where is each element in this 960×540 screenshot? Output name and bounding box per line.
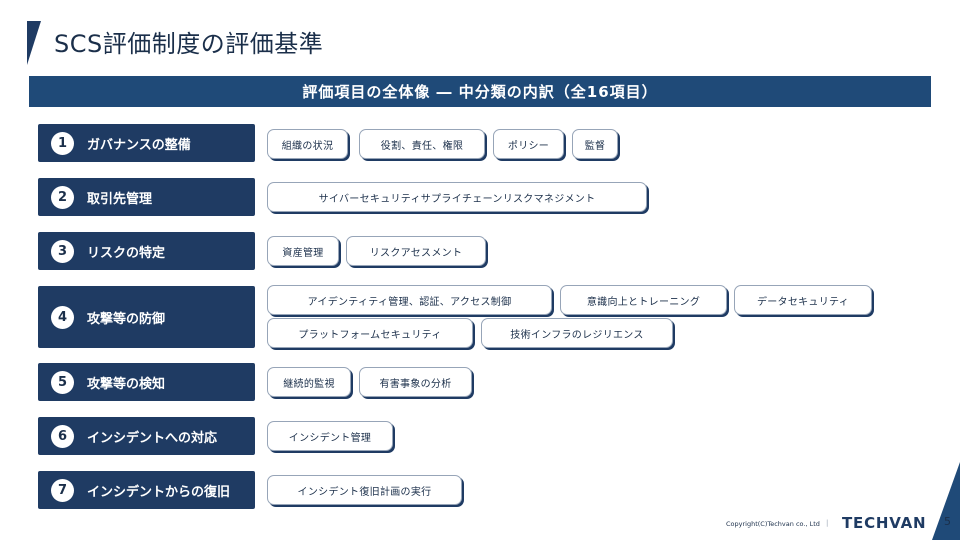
item-policy: ポリシー — [493, 129, 564, 159]
brand-logo: TECHVAN — [842, 514, 927, 532]
category-label: インシデントへの対応 — [87, 430, 218, 446]
item-organization-context: 組織の状況 — [267, 129, 348, 159]
category-label: 取引先管理 — [87, 191, 153, 207]
item-risk-assessment: リスクアセスメント — [346, 236, 486, 266]
item-supply-chain-risk-management: サイバーセキュリティサプライチェーンリスクマネジメント — [267, 182, 647, 212]
category-number: 1 — [51, 131, 74, 155]
title-accent-shape — [27, 21, 41, 65]
category-number: 6 — [51, 424, 74, 448]
copyright-text: Copyright(C)Techvan co., Ltd — [726, 520, 820, 528]
item-incident-management: インシデント管理 — [267, 421, 393, 451]
item-infrastructure-resilience: 技術インフラのレジリエンス — [481, 318, 673, 348]
category-supplier-management: 2 取引先管理 — [38, 178, 255, 216]
item-platform-security: プラットフォームセキュリティ — [267, 318, 473, 348]
category-incident-response: 6 インシデントへの対応 — [38, 417, 255, 455]
item-incident-recovery-plan: インシデント復旧計画の実行 — [267, 475, 462, 505]
category-number: 2 — [51, 185, 74, 209]
item-identity-access-control: アイデンティティ管理、認証、アクセス制御 — [267, 285, 552, 315]
separator-mark: | — [826, 519, 829, 527]
category-risk-identification: 3 リスクの特定 — [38, 232, 255, 270]
category-label: 攻撃等の検知 — [87, 376, 166, 392]
item-roles-responsibilities: 役割、責任、権限 — [359, 129, 485, 159]
category-attack-protection: 4 攻撃等の防御 — [38, 286, 255, 348]
page-number: 5 — [944, 515, 951, 528]
category-governance: 1 ガバナンスの整備 — [38, 124, 255, 162]
category-label: ガバナンスの整備 — [87, 137, 191, 153]
category-attack-detection: 5 攻撃等の検知 — [38, 363, 255, 401]
corner-accent-shape — [932, 462, 960, 540]
category-number: 3 — [51, 239, 74, 263]
category-incident-recovery: 7 インシデントからの復旧 — [38, 471, 255, 509]
item-awareness-training: 意識向上とトレーニング — [560, 285, 727, 315]
item-data-security: データセキュリティ — [734, 285, 872, 315]
category-label: インシデントからの復旧 — [87, 484, 231, 500]
category-label: リスクの特定 — [87, 245, 166, 261]
category-number: 7 — [51, 478, 74, 502]
item-continuous-monitoring: 継続的監視 — [267, 367, 351, 397]
slide-title: SCS評価制度の評価基準 — [54, 30, 324, 58]
category-number: 5 — [51, 370, 74, 394]
item-asset-management: 資産管理 — [267, 236, 339, 266]
item-oversight: 監督 — [572, 129, 618, 159]
item-adverse-event-analysis: 有害事象の分析 — [359, 367, 472, 397]
category-label: 攻撃等の防御 — [87, 311, 166, 327]
section-banner: 評価項目の全体像 ― 中分類の内訳（全16項目） — [29, 76, 931, 107]
category-number: 4 — [51, 305, 74, 329]
